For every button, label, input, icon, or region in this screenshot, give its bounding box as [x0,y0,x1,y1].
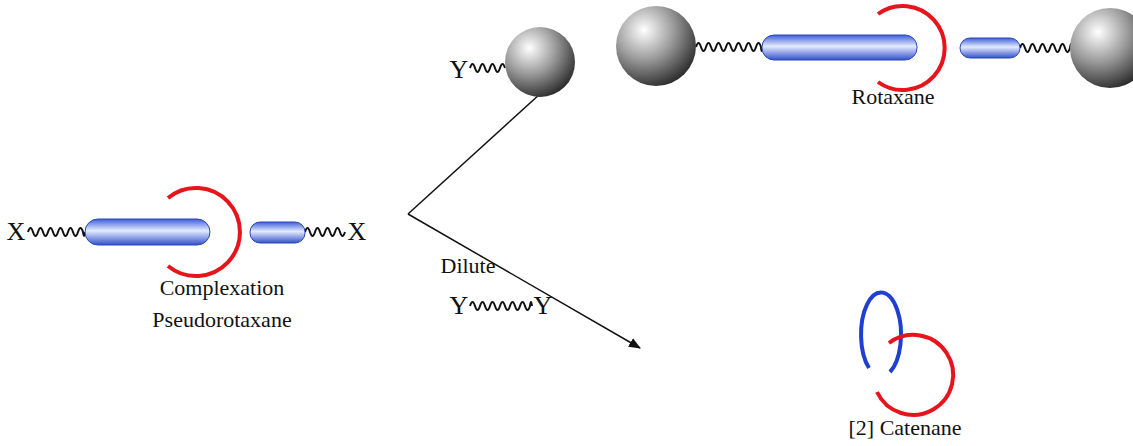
linker-chain [470,302,532,310]
end-group: X [7,219,26,245]
macrocycle [878,6,945,90]
stopper-sphere [1070,8,1133,88]
end-group: Y [450,293,469,319]
caption-line: Pseudorotaxane [152,309,291,331]
linker-chain [28,228,85,236]
red-ring [877,335,953,415]
linker-chain [305,228,345,236]
product-label: [2] Catenane [849,417,962,439]
short-station [960,38,1020,58]
end-group: Y [450,57,469,83]
reaction-arrow [408,84,551,214]
linker-chain [1020,44,1072,52]
long-station [85,219,210,245]
product-label: Rotaxane [851,86,934,108]
stopper-sphere [505,27,575,97]
short-station [250,222,305,243]
long-station [762,35,917,60]
end-group: X [348,219,367,245]
condition-label: Dilute [441,255,496,277]
blue-ring [861,292,901,372]
linker-chain [696,43,762,51]
linker-chain [470,64,505,72]
macrocycle [168,188,240,276]
stopper-sphere [616,6,696,86]
caption-line: Complexation [160,277,285,299]
end-group: Y [534,293,553,319]
reaction-arrow [408,214,640,348]
